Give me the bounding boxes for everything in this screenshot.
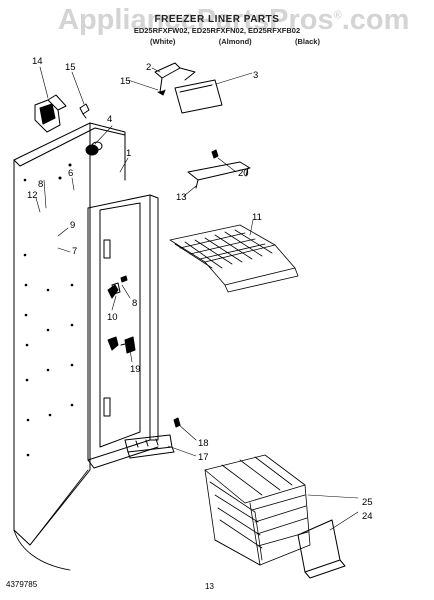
drawer-rail — [124, 417, 181, 459]
control-knob — [85, 141, 103, 156]
callout-9: 9 — [70, 220, 75, 231]
model-colors: (White) (Almond) (Black) — [150, 37, 320, 46]
callout-19: 19 — [130, 364, 141, 375]
callout-2: 2 — [146, 62, 151, 73]
callout-4: 4 — [107, 114, 112, 125]
callout-10: 10 — [107, 312, 118, 323]
shelf-clips — [111, 275, 136, 354]
shelf-rail — [187, 149, 251, 189]
diagram-title: FREEZER LINER PARTS — [154, 14, 280, 25]
callout-7: 7 — [72, 246, 77, 257]
callout-18: 18 — [198, 438, 209, 449]
shelf-bracket-top — [154, 62, 223, 114]
callout-8: 8 — [38, 179, 43, 190]
basket-front — [297, 519, 346, 579]
leader-lines — [35, 66, 359, 531]
callout-17: 17 — [198, 452, 209, 463]
page-number: 13 — [205, 582, 214, 591]
color-white: (White) — [150, 37, 176, 46]
freezer-liner — [13, 122, 126, 571]
callout-6: 6 — [68, 168, 73, 179]
callout-14: 14 — [32, 56, 43, 67]
model-numbers: ED25RFXFW02, ED25RFXFN02, ED25RFXFB02 — [133, 26, 301, 35]
callout-1: 1 — [126, 148, 131, 159]
wire-basket — [204, 454, 311, 566]
color-black: (Black) — [294, 37, 320, 46]
callout-labels: 14 15 2 15 3 4 1 6 8 12 9 7 20 13 11 8 1… — [27, 56, 373, 522]
callout-11: 11 — [252, 212, 262, 223]
callout-25: 25 — [362, 497, 373, 508]
wire-shelf — [169, 224, 299, 293]
callout-8b: 8 — [132, 298, 137, 309]
part-number: 4379785 — [6, 580, 38, 589]
callout-24: 24 — [362, 511, 373, 522]
watermark: AppliancePartsPros®.com — [58, 4, 410, 36]
callout-15: 15 — [65, 62, 76, 73]
callout-20: 20 — [238, 168, 249, 179]
callout-13: 13 — [176, 192, 187, 203]
hinge-bracket — [34, 94, 90, 133]
callout-3: 3 — [253, 70, 258, 81]
color-almond: (Almond) — [218, 37, 252, 46]
callout-15b: 15 — [120, 76, 131, 87]
liner-front-frame — [87, 194, 159, 469]
callout-12: 12 — [27, 190, 38, 201]
